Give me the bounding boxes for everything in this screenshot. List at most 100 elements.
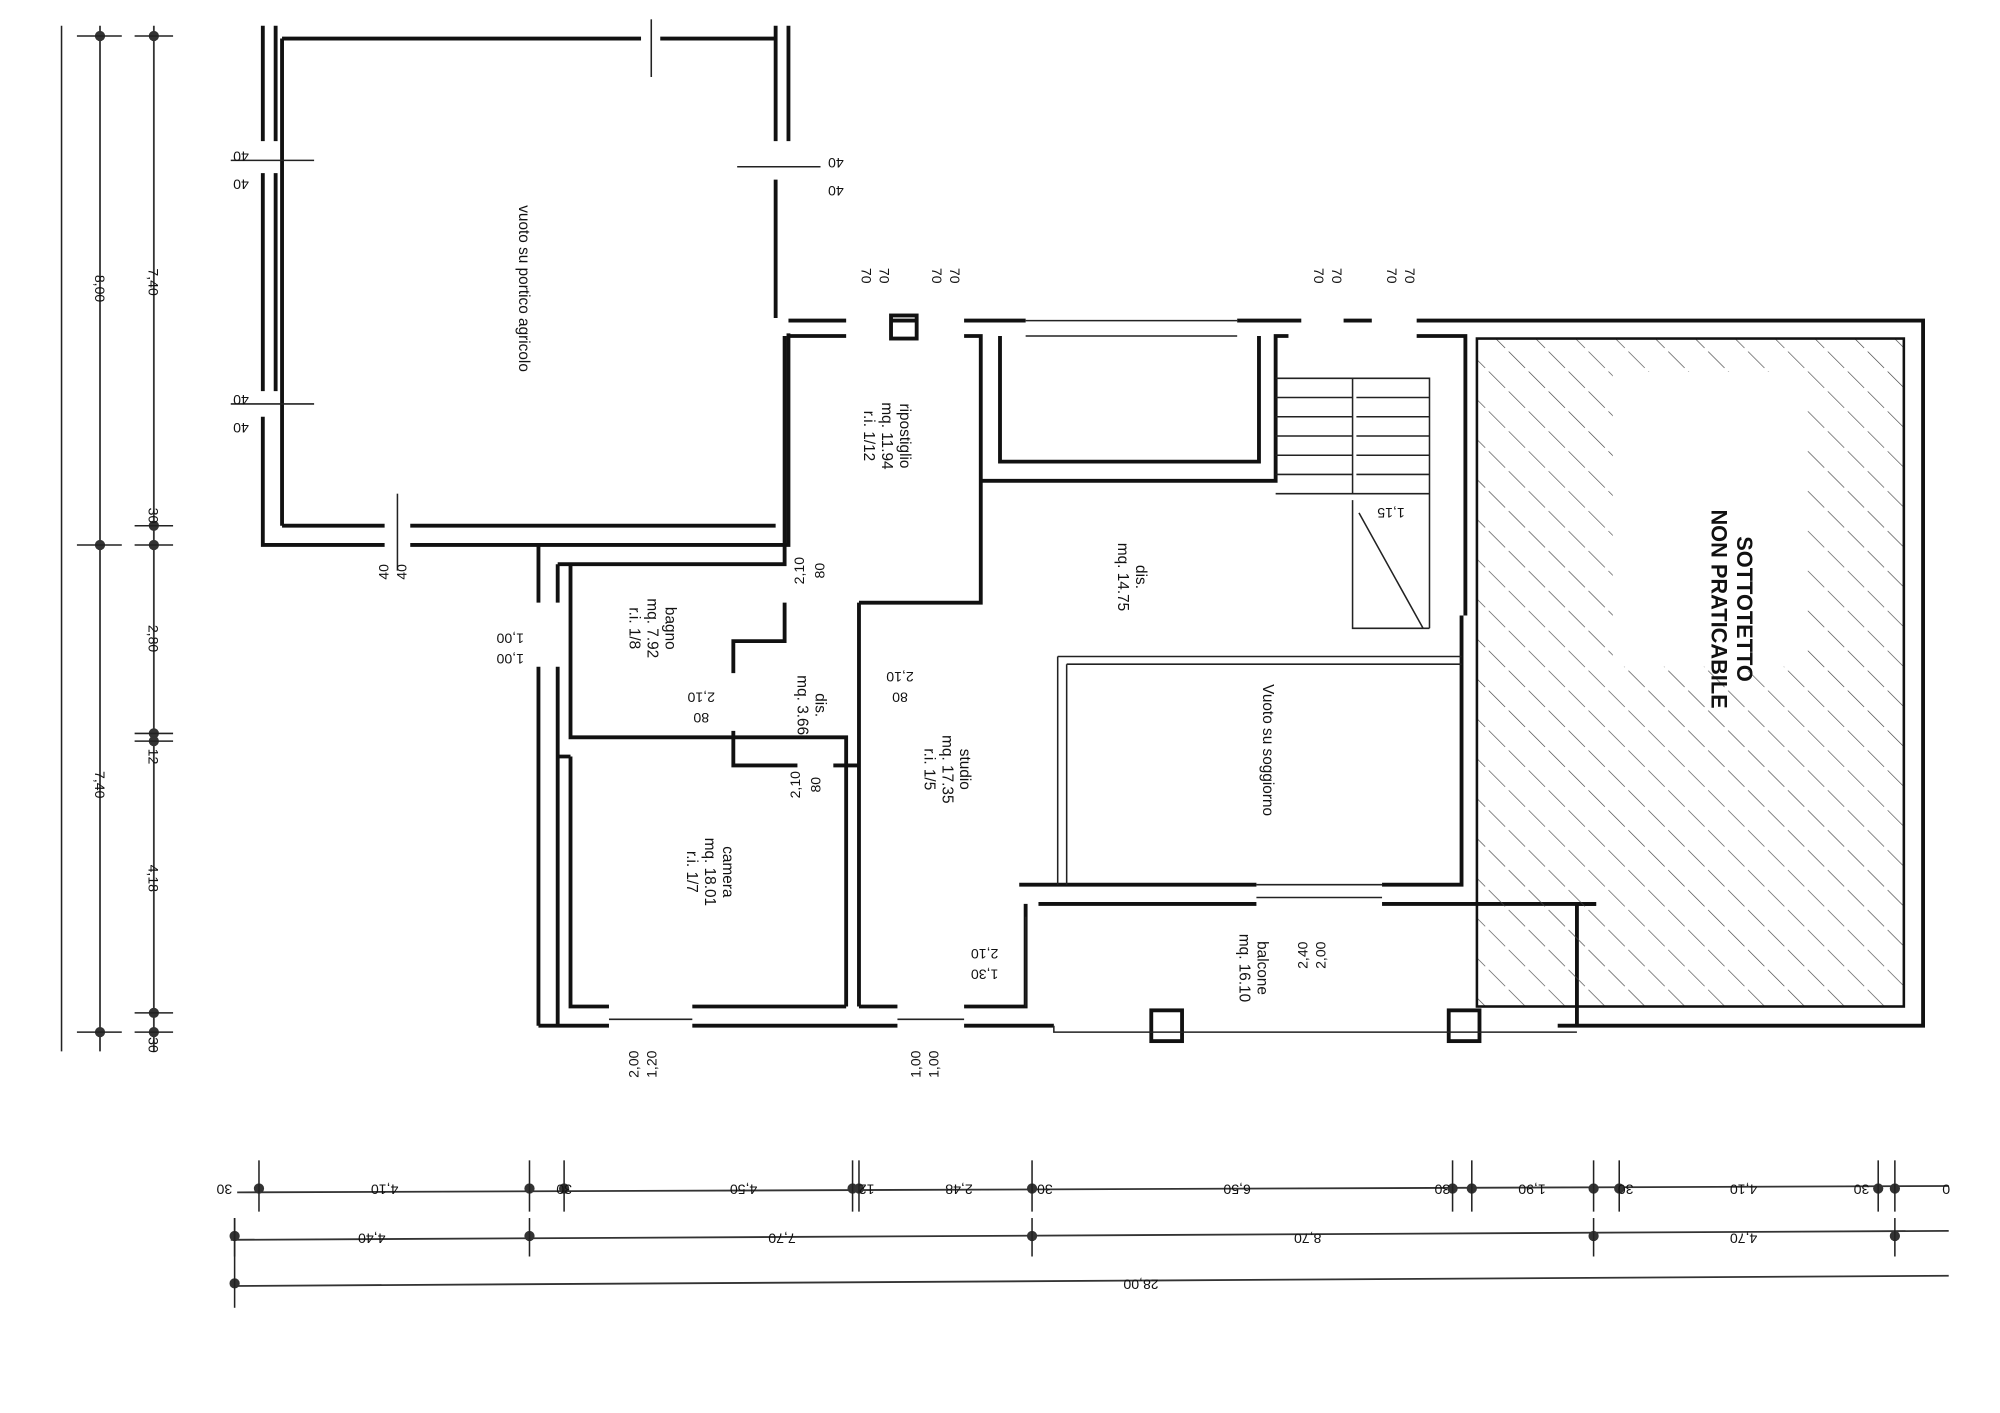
room-name: dis. <box>811 693 828 717</box>
dimension-label: 0 <box>1942 1182 1950 1198</box>
dimension-label: 4,40 <box>358 1230 386 1246</box>
dimension-label: 30 <box>1434 1182 1450 1198</box>
dimension-label: 4,10 <box>371 1182 399 1198</box>
opening-label: 1,00 <box>908 1050 924 1078</box>
dimension-label: 8,70 <box>1294 1230 1322 1246</box>
dimension-label: 30 <box>1037 1182 1053 1198</box>
room-name: studio <box>956 749 973 790</box>
door-label: 80 <box>811 563 827 579</box>
dimension-label: 7,70 <box>768 1230 796 1246</box>
door-label: 2,10 <box>787 771 803 799</box>
room-name: ripostiglio <box>896 404 913 469</box>
dimension-label: 4,50 <box>730 1182 758 1198</box>
dimension-label: 7,40 <box>146 268 162 296</box>
opening-label: 40 <box>233 177 249 193</box>
room-studio: studio mq. 17.35 r.i. 1/5 <box>920 735 973 803</box>
opening-label: 40 <box>233 420 249 436</box>
opening-label: 40 <box>233 148 249 164</box>
opening-label: 2,40 <box>1295 941 1311 969</box>
room-ripostiglio: ripostiglio mq. 11.94 r.i. 1/12 <box>860 402 913 470</box>
opening-label: 70 <box>1384 268 1400 284</box>
opening-label: 40 <box>233 392 249 408</box>
building-walls <box>536 313 1926 1044</box>
opening-label: 40 <box>828 183 844 199</box>
dimension-label: 7,40 <box>92 771 108 799</box>
room-area: mq. 7.92 <box>643 598 660 658</box>
dimension-label: 4,70 <box>1730 1230 1758 1246</box>
opening-label: 1,00 <box>925 1050 941 1078</box>
room-name: bagno <box>661 607 678 650</box>
room-name: dis. <box>1132 565 1149 589</box>
portico-walls <box>230 19 821 571</box>
sottotetto-label: SOTTOTETTO NON PRATICABILE <box>1707 509 1758 708</box>
room-area: mq. 11.94 <box>878 402 895 470</box>
door-label: 80 <box>808 777 824 793</box>
room-ri: r.i. 1/12 <box>860 411 877 461</box>
room-name: camera <box>719 846 736 898</box>
dimension-label: 12 <box>859 1182 875 1198</box>
room-camera: camera mq. 18.01 r.i. 1/7 <box>683 838 736 906</box>
opening-label: 2,10 <box>971 946 999 962</box>
opening-label: 1,00 <box>496 651 524 667</box>
opening-label: 2,00 <box>1313 941 1329 969</box>
dimension-label-total: 28,00 <box>1123 1277 1158 1293</box>
opening-label: 70 <box>1329 268 1345 284</box>
opening-label: 70 <box>1311 268 1327 284</box>
room-area: mq. 18.01 <box>701 838 718 906</box>
dimension-line <box>230 1229 1949 1241</box>
opening-label: 80 <box>892 689 908 705</box>
sottotetto-line1: SOTTOTETTO <box>1732 536 1757 682</box>
dimension-label: 6,50 <box>1223 1182 1251 1198</box>
opening-label: 70 <box>1402 268 1418 284</box>
dimension-label: 30 <box>146 508 162 524</box>
dimension-label: 2,48 <box>945 1182 973 1198</box>
room-area: mq. 14.75 <box>1114 543 1131 611</box>
sottotetto-line2: NON PRATICABILE <box>1707 509 1732 708</box>
dimension-label: 30 <box>1618 1182 1634 1198</box>
room-area: mq. 16.10 <box>1236 934 1253 1002</box>
room-dis-small: dis. mq. 3.66 <box>793 675 828 735</box>
opening-label: 70 <box>929 268 945 284</box>
room-name: balcone <box>1254 941 1271 995</box>
opening-label: 2,10 <box>886 669 914 685</box>
opening-label: 70 <box>947 268 963 284</box>
door-label: 2,10 <box>791 557 807 585</box>
dimension-label: 4,10 <box>1730 1182 1758 1198</box>
dimension-label: 30 <box>1854 1182 1870 1198</box>
room-ri: r.i. 1/8 <box>625 607 642 649</box>
opening-label: 1,30 <box>971 966 999 982</box>
staircase <box>1275 377 1431 630</box>
room-dis-large: dis. mq. 14.75 <box>1114 543 1149 611</box>
dimension-label: 8,00 <box>92 275 108 303</box>
dimension-label: 30 <box>556 1182 572 1198</box>
dimension-label: 30 <box>216 1182 232 1198</box>
dimension-label: 2,80 <box>146 625 162 653</box>
room-bagno: bagno mq. 7.92 r.i. 1/8 <box>625 598 678 658</box>
opening-label: 40 <box>375 564 391 580</box>
opening-label: 40 <box>828 155 844 171</box>
opening-label: 40 <box>393 564 409 580</box>
room-area: mq. 3.66 <box>793 675 810 735</box>
opening-label: 1,00 <box>496 630 524 646</box>
opening-label: 2,10 <box>687 689 715 705</box>
dimension-label: 4,18 <box>146 865 162 893</box>
opening-label: 1,15 <box>1377 505 1405 521</box>
opening-label: 70 <box>876 268 892 284</box>
opening-label: 70 <box>859 268 875 284</box>
dimension-line <box>230 1274 1949 1287</box>
opening-label: 1,20 <box>643 1050 659 1078</box>
room-label-soggiorno: Vuoto su soggiorno <box>1259 684 1276 816</box>
dimension-line <box>237 1185 1949 1194</box>
room-ri: r.i. 1/5 <box>920 748 937 790</box>
opening-label: 80 <box>693 710 709 726</box>
dimension-label: 12 <box>146 749 162 765</box>
dimension-label: 30 <box>146 1037 162 1053</box>
room-label-portico: vuoto su portico agricolo <box>515 205 532 372</box>
dimension-label: 1,90 <box>1518 1182 1546 1198</box>
dimension-lines: 7,40 30 2,80 12 4,18 30 8,00 7,40 30 4,10 30 4,50 12… <box>60 25 1950 1308</box>
room-balcone: balcone mq. 16.10 <box>1236 934 1271 1002</box>
room-ri: r.i. 1/7 <box>683 851 700 893</box>
opening-label: 2,00 <box>625 1050 641 1078</box>
